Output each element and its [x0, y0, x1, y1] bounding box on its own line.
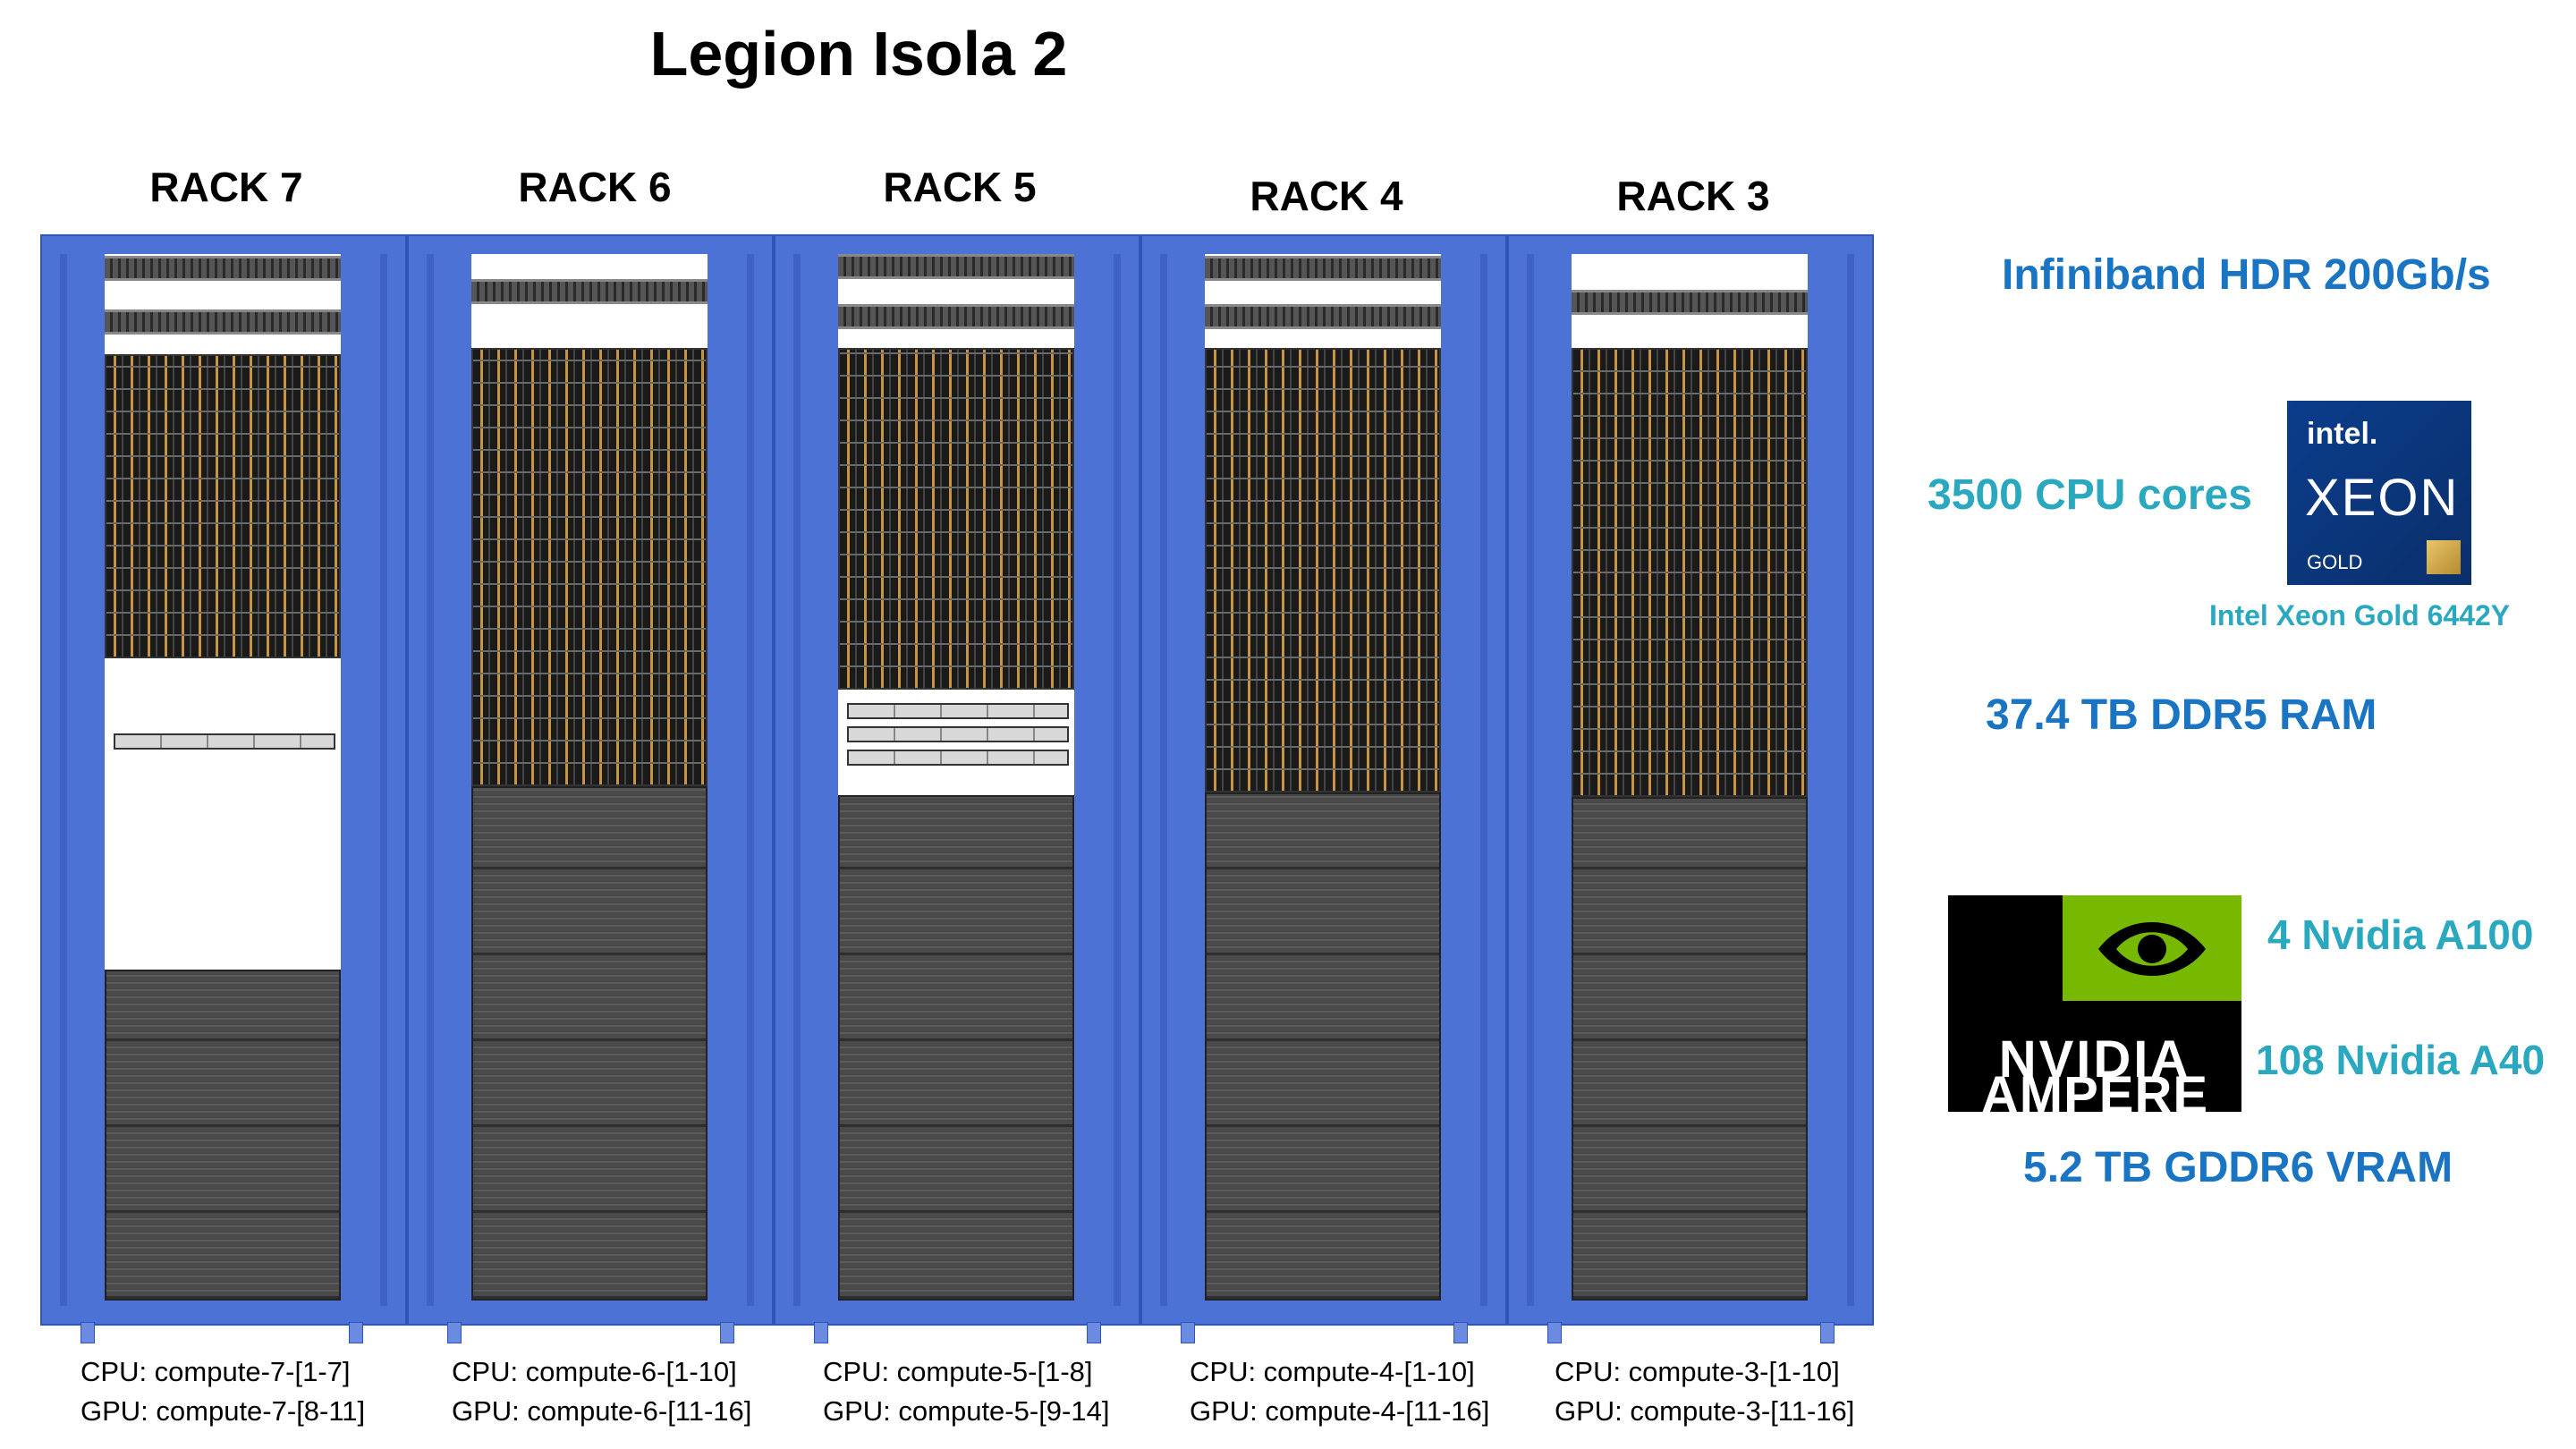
rack-7-cpu-caption: CPU: compute-7-[1-7] — [80, 1356, 351, 1387]
rack-3-gpu-caption: GPU: compute-3-[11-16] — [1555, 1395, 1855, 1427]
gpu-nodes — [1572, 797, 1808, 1301]
rack-5-cpu-caption: CPU: compute-5-[1-8] — [823, 1356, 1093, 1387]
rack-6-gpu-caption: GPU: compute-6-[11-16] — [452, 1395, 752, 1427]
ampere-wordmark: AMPERE — [1980, 1066, 2209, 1124]
network-switch — [1205, 304, 1441, 329]
storage-unit — [114, 733, 335, 750]
nvidia-wordmark: NVIDIA — [1998, 1030, 2191, 1089]
intel-xeon-gold-logo: intel. XEON GOLD — [2287, 401, 2471, 585]
network-switch — [471, 279, 708, 304]
network-switch — [1205, 256, 1441, 281]
nvidia-eye-icon — [2063, 895, 2241, 1001]
gpu-nodes — [105, 970, 341, 1301]
rack-5-gpu-caption: GPU: compute-5-[9-14] — [823, 1395, 1110, 1427]
network-switch — [105, 309, 341, 335]
storage-unit — [847, 726, 1069, 742]
gpu-nodes — [471, 786, 708, 1301]
rack-4 — [1140, 234, 1507, 1326]
rack-6-cpu-caption: CPU: compute-6-[1-10] — [452, 1356, 737, 1387]
gpu-nodes — [1205, 792, 1441, 1301]
rack-5 — [774, 234, 1140, 1326]
gold-wordmark: GOLD — [2307, 551, 2363, 573]
rack-4-gpu-caption: GPU: compute-4-[11-16] — [1190, 1395, 1490, 1427]
storage-unit — [847, 703, 1069, 719]
page-title: Legion Isola 2 — [649, 19, 1068, 89]
rack-4-label: RACK 4 — [1250, 173, 1403, 219]
xeon-wordmark: XEON — [2305, 469, 2460, 527]
cpu-nodes — [471, 348, 708, 786]
spec-gpu-a100: 4 Nvidia A100 — [2267, 911, 2534, 958]
spec-ram: 37.4 TB DDR5 RAM — [1986, 691, 2377, 739]
cpu-nodes — [105, 354, 341, 658]
network-switch — [105, 256, 341, 281]
spec-network: Infiniband HDR 200Gb/s — [2002, 251, 2491, 299]
rack-6-label: RACK 6 — [518, 164, 672, 210]
cpu-nodes — [838, 348, 1074, 690]
spec-cpu-cores: 3500 CPU cores — [1928, 471, 2252, 519]
network-switch — [838, 304, 1074, 329]
rack-3-cpu-caption: CPU: compute-3-[1-10] — [1555, 1356, 1840, 1387]
rack-3-label: RACK 3 — [1616, 173, 1770, 219]
rack-6 — [407, 234, 774, 1326]
intel-wordmark: intel. — [2307, 417, 2378, 451]
spec-cpu-model: Intel Xeon Gold 6442Y — [2209, 599, 2511, 631]
spec-vram: 5.2 TB GDDR6 VRAM — [2023, 1144, 2453, 1191]
rack-4-cpu-caption: CPU: compute-4-[1-10] — [1190, 1356, 1475, 1387]
gpu-nodes — [838, 795, 1074, 1301]
gold-badge-icon — [2427, 540, 2461, 574]
network-switch — [1572, 290, 1808, 315]
rack-7 — [40, 234, 407, 1326]
rack-5-label: RACK 5 — [883, 164, 1037, 210]
nvidia-ampere-logo: NVIDIA AMPERE — [1948, 895, 2241, 1124]
rack-3 — [1507, 234, 1874, 1326]
cpu-nodes — [1205, 348, 1441, 792]
cpu-nodes — [1572, 348, 1808, 797]
rack-7-label: RACK 7 — [149, 164, 303, 210]
storage-unit — [847, 750, 1069, 766]
rack-7-gpu-caption: GPU: compute-7-[8-11] — [80, 1395, 366, 1427]
network-switch — [838, 254, 1074, 279]
spec-gpu-a40: 108 Nvidia A40 — [2256, 1037, 2546, 1083]
